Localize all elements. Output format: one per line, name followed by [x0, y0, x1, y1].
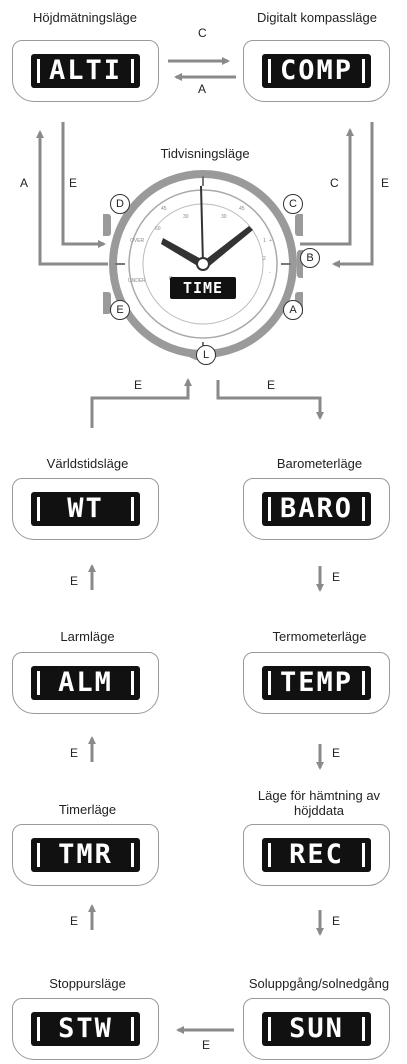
alti-display-code: ALTI: [48, 55, 123, 86]
arrow-label-c-right: C: [330, 176, 339, 190]
comp-mode-label: Digitalt kompassläge: [257, 10, 377, 25]
button-d-nub: [103, 214, 111, 236]
comp-display-code: COMP: [279, 55, 354, 86]
wt-mode-label: Världstidsläge: [46, 456, 129, 471]
arrow-label-e-stw: E: [70, 914, 79, 928]
temp-display: TEMP: [243, 652, 390, 714]
arrow-label-e-baro: E: [267, 378, 276, 392]
arrow-label-e-bottom: E: [202, 1038, 211, 1052]
arrow-time-to-baro: [216, 380, 324, 420]
stw-display: STW: [12, 998, 159, 1060]
arrow-label-e-alm: E: [70, 574, 79, 588]
dial-tick-30: 30: [183, 214, 189, 220]
baro-display-code: BARO: [279, 493, 354, 524]
tmr-mode-label: Timerläge: [58, 802, 117, 817]
time-mode-label: Tidvisningsläge: [160, 146, 250, 161]
temp-display-code: TEMP: [279, 667, 354, 698]
dial-tick-60: 60: [155, 226, 161, 232]
alti-mode-label: Höjdmätningsläge: [32, 10, 138, 25]
tmr-display-code: TMR: [58, 839, 113, 870]
temp-mode-label: Termometerläge: [272, 629, 367, 644]
second-hand: [200, 185, 204, 265]
arrow-label-e-wt: E: [134, 378, 143, 392]
arrow-label-a-left: A: [20, 176, 29, 190]
comp-display: COMP: [243, 40, 390, 102]
sun-display: SUN: [243, 998, 390, 1060]
arrow-time-to-alti: [36, 130, 108, 266]
arrow-time-to-comp: [300, 128, 354, 246]
baro-mode-label: Barometerläge: [276, 456, 363, 471]
dial-tick-30b: 30: [221, 214, 227, 220]
dial-tick-over: OVER: [130, 238, 145, 244]
sun-display-code: SUN: [289, 1013, 344, 1044]
wt-display: WT: [12, 478, 159, 540]
button-d-label: D: [110, 194, 130, 214]
dial-tick-1: 1: [263, 238, 266, 244]
dial-tick-2: 2: [263, 256, 266, 262]
dial-tick-plus: +: [269, 238, 272, 244]
button-b-label: B: [300, 248, 320, 268]
dial-tick-minus: -: [269, 270, 271, 276]
alm-mode-label: Larmläge: [60, 629, 115, 644]
stw-mode-label: Stoppursläge: [49, 976, 126, 991]
hour-hand: [161, 238, 203, 268]
button-e-nub: [103, 292, 111, 314]
arrow-label-e-right: E: [381, 176, 390, 190]
sun-mode-label: Soluppgång/solnedgång: [248, 976, 390, 991]
arrow-label-a-top: A: [198, 82, 207, 96]
arrow-label-e-tmr: E: [70, 746, 79, 760]
alti-display: ALTI: [12, 40, 159, 102]
arrow-wt-to-time: [90, 378, 192, 428]
button-e-label: E: [110, 300, 130, 320]
arrow-label-e-left: E: [69, 176, 78, 190]
watch-digital-display: TIME: [170, 277, 236, 299]
arrow-label-e-rec: E: [332, 746, 341, 760]
rec-display: REC: [243, 824, 390, 886]
button-a-label: A: [283, 300, 303, 320]
button-c-nub: [295, 214, 303, 236]
button-c-label: C: [283, 194, 303, 214]
stw-display-code: STW: [58, 1013, 113, 1044]
arrow-alti-to-time: [61, 122, 106, 248]
dial-tick-45: 45: [161, 206, 167, 212]
alm-display: ALM: [12, 652, 159, 714]
alm-display-code: ALM: [58, 667, 113, 698]
dial-tick-under: UNDER: [128, 278, 146, 284]
arrow-label-e-sun: E: [332, 914, 341, 928]
rec-mode-label: Läge för hämtning av höjddata: [257, 788, 381, 818]
minute-hand: [205, 226, 253, 268]
button-l-label: L: [196, 345, 216, 365]
arrow-label-e-temp: E: [332, 570, 341, 584]
time-display-code: TIME: [182, 279, 224, 297]
dial-tick-45b: 45: [239, 206, 245, 212]
rec-display-code: REC: [289, 839, 344, 870]
baro-display: BARO: [243, 478, 390, 540]
tmr-display: TMR: [12, 824, 159, 886]
arrow-comp-to-time: [332, 122, 374, 268]
watch-illustration: 45 30 60 30 45 R OVER UNDER 1 2 + -: [103, 170, 303, 361]
wt-display-code: WT: [67, 493, 104, 524]
arrow-label-c-top: C: [198, 26, 207, 40]
